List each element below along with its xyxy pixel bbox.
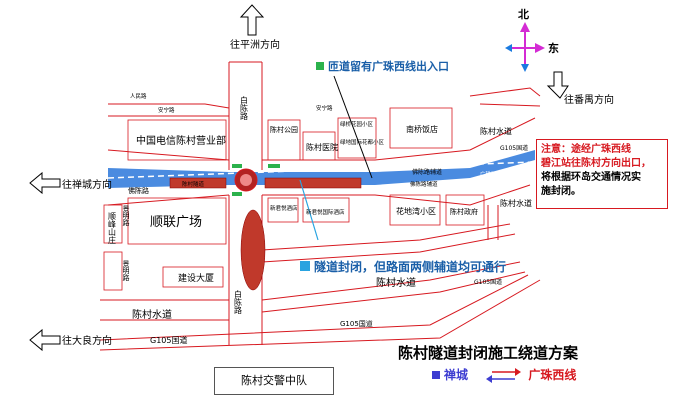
tunnel-leader	[299, 179, 319, 241]
label-jingming2: 景明路	[122, 260, 130, 282]
arrow-west-icon	[29, 171, 61, 195]
label-lvqiao: 绿桥花园小区	[340, 120, 374, 128]
legend: 禅城 广珠西线	[432, 366, 576, 383]
road-anning: 安宁路	[158, 106, 175, 114]
compass-icon	[505, 22, 545, 72]
road-baiyun-south: 白陈路	[234, 289, 243, 314]
label-chencun-gov: 陈村政府	[450, 207, 478, 216]
road-g105-4: G105国道	[500, 144, 528, 152]
road-g105-2: G105国道	[340, 319, 373, 328]
dir-east: 往番禺方向	[564, 93, 614, 106]
arrow-east-icon	[546, 71, 569, 99]
road-g105-3: G105国道	[474, 278, 502, 286]
road-network	[99, 61, 541, 351]
compass-north: 北	[518, 7, 529, 21]
green-sections	[232, 164, 280, 196]
label-jianshe: 建设大厦	[178, 272, 214, 284]
notice-line2: 碧江站往陈村方向出口，	[541, 158, 651, 169]
road-chencun-sd1: 陈村水道	[480, 126, 512, 136]
label-lvdi: 绿地国际花都小区	[340, 138, 385, 146]
label-huadiwan: 花地湾小区	[396, 206, 436, 216]
arrow-north-icon	[239, 4, 265, 36]
ramp-callout-text: 匝道留有广珠西线出入口	[328, 60, 449, 73]
tunnel-callout: 隧道封闭，但路面两侧辅道均可通行	[300, 258, 506, 275]
dir-south: 往大良方向	[62, 334, 112, 347]
tunnel-marker-icon	[300, 261, 310, 271]
building-blocks	[103, 107, 485, 291]
arrow-south-icon	[29, 328, 61, 352]
road-renmin: 人民路	[130, 92, 147, 100]
tunnel-sections	[169, 177, 362, 291]
legend-to: 广珠西线	[528, 368, 577, 382]
road-foyuan1: 佛陈路	[128, 186, 149, 195]
dir-west: 往禅城方向	[62, 178, 112, 191]
label-gongan: 陈村公园	[270, 125, 298, 134]
label-xinjun: 新君悦国际酒店	[306, 208, 345, 216]
road-baiyun-north: 白陈路	[240, 95, 249, 120]
label-jingming1: 景明路	[122, 205, 130, 227]
road-chencun-sd3: 陈村水道	[376, 276, 416, 289]
legend-arrows	[486, 368, 521, 383]
ramp-callout: 匝道留有广珠西线出入口	[316, 58, 449, 74]
road-chencun-sd4: 陈村水道	[132, 308, 172, 321]
road-foyuan2: 佛陈路辅道	[412, 168, 442, 176]
police-station: 陈村交警中队	[214, 367, 334, 395]
label-nanqiao: 南桥饭店	[406, 124, 438, 134]
legend-from: 禅城	[444, 368, 469, 382]
roundabout	[234, 168, 258, 192]
road-guangzhu: 广珠西线	[480, 170, 503, 178]
tunnel-callout-text: 隧道封闭，但路面两侧辅道均可通行	[314, 260, 507, 274]
map-title: 陈村隧道封闭施工绕道方案	[398, 344, 579, 362]
dir-north: 往平洲方向	[230, 38, 280, 51]
notice-label: 注意：	[541, 144, 571, 155]
notice-box: 注意：途经广珠西线 碧江站往陈村方向出口， 将根据环岛交通情况实 施封闭。	[536, 139, 668, 209]
notice-line4: 施封闭。	[541, 186, 581, 197]
direction-arrows	[29, 4, 569, 352]
ramp-leader	[333, 75, 373, 179]
road-g105-1: G105国道	[150, 335, 187, 345]
label-telecom: 中国电信陈村营业部	[136, 134, 226, 147]
road-chencun-sd2: 陈村水道	[500, 198, 532, 208]
label-shunfeng: 顺峰山庄	[108, 212, 117, 245]
ramp-marker-icon	[316, 62, 324, 70]
label-xinshi: 新君悦酒店	[270, 204, 298, 212]
notice-line3: 将根据环岛交通情况实	[541, 172, 641, 183]
legend-from-marker-icon	[432, 371, 440, 379]
road-anning2: 安宁路	[316, 104, 333, 112]
notice-line1: 途经广珠西线	[571, 144, 631, 155]
label-shunlian: 顺联广场	[150, 215, 202, 230]
label-yiyuan: 陈村医院	[306, 142, 338, 152]
road-foyuan3: 佛陈路辅道	[410, 180, 438, 188]
compass-east: 东	[548, 41, 559, 55]
road-tunnel: 陈村隧道	[182, 180, 205, 188]
